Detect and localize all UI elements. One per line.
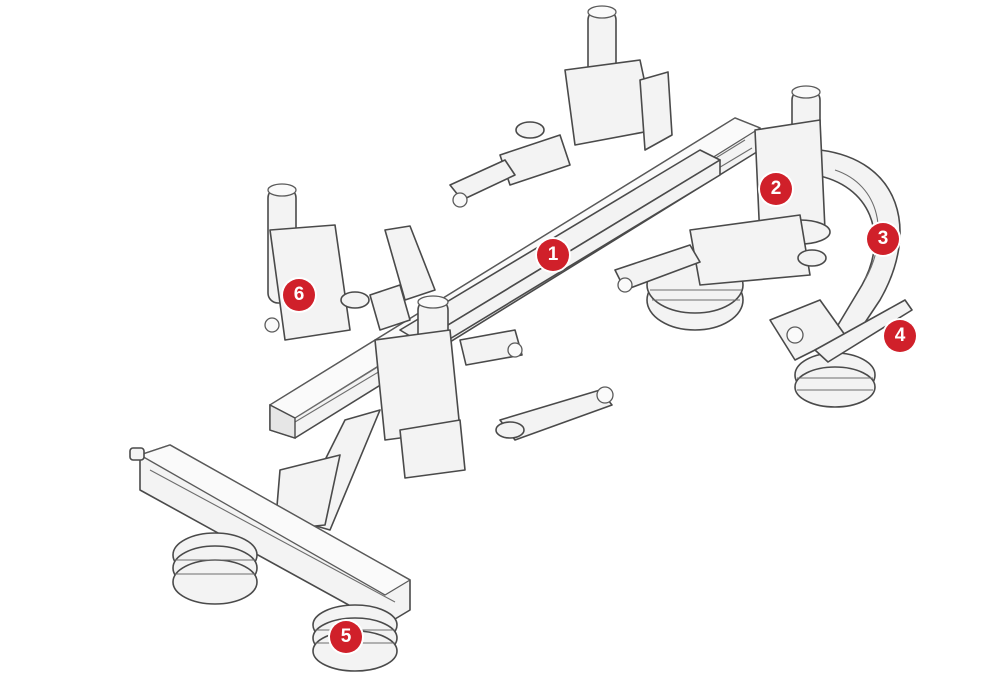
callout-label-2: 2 xyxy=(770,178,782,199)
top-post-assembly xyxy=(449,5,673,208)
front-post-assembly xyxy=(374,295,614,479)
callout-label-3: 3 xyxy=(877,228,889,249)
right-post-assembly xyxy=(614,85,831,293)
left-post-assembly xyxy=(264,183,436,341)
callout-marker-6: 6 xyxy=(283,279,315,311)
callout-marker-4: 4 xyxy=(884,320,916,352)
callout-label-6: 6 xyxy=(293,284,305,305)
callout-label-1: 1 xyxy=(547,244,559,265)
right-knob-assembly xyxy=(769,299,913,408)
callout-marker-5: 5 xyxy=(330,621,362,653)
callout-marker-2: 2 xyxy=(760,173,792,205)
callout-label-4: 4 xyxy=(894,325,906,346)
callout-label-5: 5 xyxy=(340,626,352,647)
callout-marker-1: 1 xyxy=(537,239,569,271)
left-wheel xyxy=(172,532,258,605)
bottom-plate-assembly xyxy=(129,444,411,672)
callout-marker-3: 3 xyxy=(867,223,899,255)
